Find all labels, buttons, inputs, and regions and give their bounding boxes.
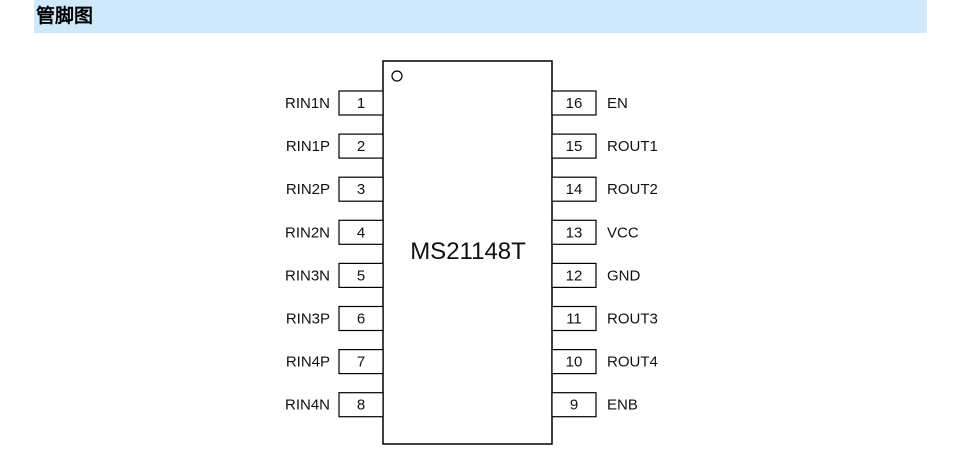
pin-left: 3 RIN2P (286, 176, 384, 202)
pin-name: RIN4P (286, 354, 330, 371)
pin-name: RIN3P (286, 311, 330, 328)
pin-name: GND (607, 267, 641, 284)
pin-left: 1 RIN1N (285, 90, 384, 116)
pin-number: 16 (566, 95, 583, 112)
pin-name: ROUT2 (607, 181, 658, 198)
pin-number: 4 (357, 224, 365, 241)
pin-box (338, 349, 384, 375)
pin-left: 4 RIN2N (285, 219, 384, 245)
pin-box (551, 392, 597, 418)
pin-left: 6 RIN3P (286, 305, 384, 332)
pin-number: 5 (357, 267, 365, 284)
pin-name: EN (607, 95, 628, 112)
pin-box (551, 262, 597, 288)
pin-number: 8 (357, 397, 365, 414)
section-header: 管脚图 (34, 0, 927, 33)
pin-box (338, 219, 384, 245)
pin-right: 13 VCC (551, 219, 639, 245)
pin-name: RIN1N (285, 95, 330, 112)
pin-name: RIN3N (285, 267, 330, 284)
pin-right: 16 EN (551, 90, 628, 116)
pin-box (338, 90, 384, 116)
pin-name: RIN2P (286, 181, 330, 198)
pin-right: 10 ROUT4 (551, 349, 658, 375)
pin-number: 1 (357, 95, 365, 112)
pin-box (338, 176, 384, 202)
pin-number: 13 (566, 224, 583, 241)
pin-name: ROUT1 (607, 138, 658, 155)
pin-number: 7 (357, 354, 365, 371)
pin-box (551, 90, 597, 116)
pin-right: 11 ROUT3 (551, 305, 658, 332)
pin-box (551, 176, 597, 202)
pin-number: 2 (357, 138, 365, 155)
pin-number: 6 (357, 311, 365, 328)
pin-name: RIN1P (286, 138, 330, 155)
pin-name: ROUT4 (607, 354, 658, 371)
pin-number: 14 (566, 181, 583, 198)
pin-number: 3 (357, 181, 365, 198)
pin-number: 9 (570, 397, 578, 414)
pin-left: 8 RIN4N (285, 392, 384, 418)
chip-part-number: MS21148T (410, 238, 526, 265)
pin1-marker (391, 70, 403, 82)
pin-box (338, 305, 384, 332)
pin-number: 12 (566, 267, 583, 284)
pin-name: ENB (607, 397, 638, 414)
pin-left: 5 RIN3N (285, 262, 384, 288)
pin-box (551, 133, 597, 159)
pin-right: 15 ROUT1 (551, 133, 658, 159)
pin-number: 10 (566, 354, 583, 371)
pin-name: VCC (607, 224, 639, 241)
pin-name: RIN4N (285, 397, 330, 414)
pin-box (338, 262, 384, 288)
section-title: 管脚图 (36, 5, 94, 27)
pin-name: RIN2N (285, 224, 330, 241)
chip-body (382, 60, 553, 445)
pin-right: 14 ROUT2 (551, 176, 658, 202)
pin-box (551, 349, 597, 375)
pin-left: 2 RIN1P (286, 133, 384, 159)
pin-box (551, 305, 597, 332)
pin-number: 15 (566, 138, 583, 155)
pin-right: 9 ENB (551, 392, 638, 418)
pin-box (338, 392, 384, 418)
pin-box (551, 219, 597, 245)
pin-number: 11 (566, 311, 582, 328)
pin-box (338, 133, 384, 159)
pin-right: 12 GND (551, 262, 641, 288)
pin-left: 7 RIN4P (286, 349, 384, 375)
pin-name: ROUT3 (607, 311, 658, 328)
